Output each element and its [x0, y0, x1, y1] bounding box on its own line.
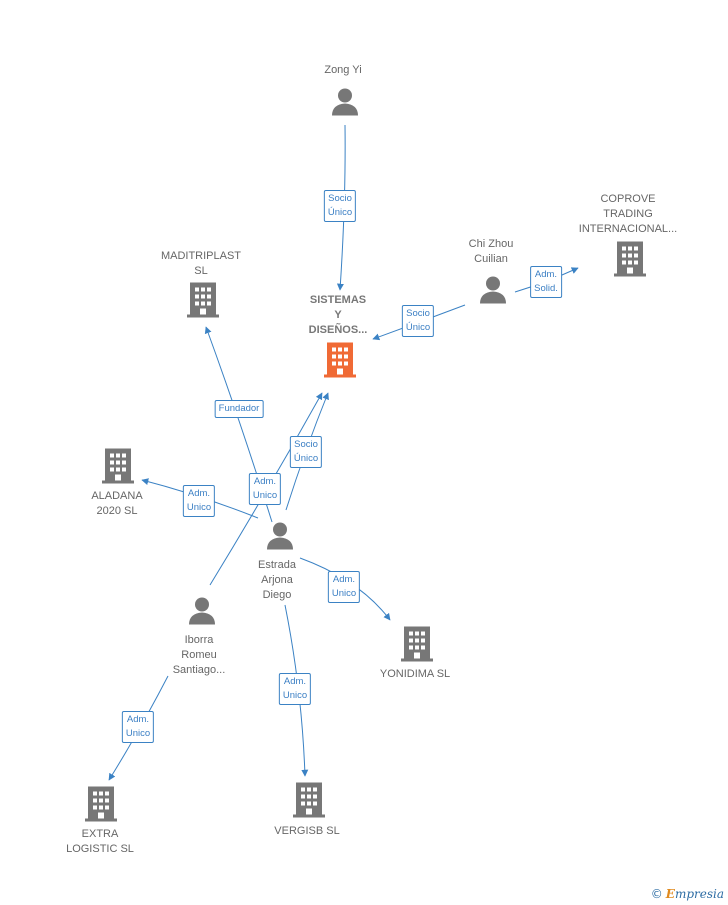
node-label-chi-zhou-cuilian[interactable]: Chi Zhou Cuilian	[468, 238, 514, 265]
brand-initial: E	[665, 887, 675, 901]
building-icon	[401, 626, 433, 667]
person-icon	[265, 521, 295, 556]
person-icon	[478, 275, 508, 310]
brand-name: mpresia	[674, 887, 724, 901]
edge-label-chi-coprove: Adm. Solid.	[530, 266, 562, 298]
building-icon	[293, 782, 325, 823]
building-icon	[85, 786, 117, 827]
edge-label-estrada-vergisb: Adm. Unico	[278, 673, 312, 705]
brand-logo[interactable]: ©Empresia	[651, 887, 724, 901]
person-icon	[330, 87, 360, 122]
node-label-maditriplast[interactable]: MADITRIPLAST SL	[160, 250, 242, 277]
person-icon	[187, 596, 217, 631]
edge-label-estrada-yonidima: Adm. Unico	[327, 571, 361, 603]
edge-label-iborra-extra: Adm. Unico	[121, 711, 155, 743]
node-label-coprove[interactable]: COPROVE TRADING INTERNACIONAL...	[578, 193, 678, 235]
edge-label-estrada-aladana: Adm. Unico	[182, 485, 216, 517]
node-label-extra-logistic[interactable]: EXTRA LOGISTIC SL	[66, 828, 134, 855]
building-icon-main	[324, 342, 356, 383]
edge-label-zong-sistemas: Socio Único	[323, 190, 357, 222]
node-label-zong-yi[interactable]: Zong Yi	[324, 64, 362, 76]
edge-label-estrada-sistemas: Socio Único	[289, 436, 323, 468]
edge-label-chi-sistemas: Socio Único	[401, 305, 435, 337]
node-label-sistemas[interactable]: SISTEMAS Y DISEÑOS...	[308, 294, 368, 336]
node-label-vergisb[interactable]: VERGISB SL	[274, 825, 340, 837]
building-icon	[187, 282, 219, 323]
building-icon	[614, 241, 646, 282]
node-label-yonidima[interactable]: YONIDIMA SL	[379, 668, 451, 680]
building-icon	[102, 448, 134, 489]
edge-label-iborra-sistemas: Adm. Unico	[248, 473, 282, 505]
node-label-aladana[interactable]: ALADANA 2020 SL	[91, 490, 143, 517]
node-label-estrada[interactable]: Estrada Arjona Diego	[258, 559, 296, 601]
node-label-iborra[interactable]: Iborra Romeu Santiago...	[172, 634, 226, 676]
copyright-symbol: ©	[650, 887, 663, 901]
edge-label-fundador: Fundador	[214, 400, 264, 418]
